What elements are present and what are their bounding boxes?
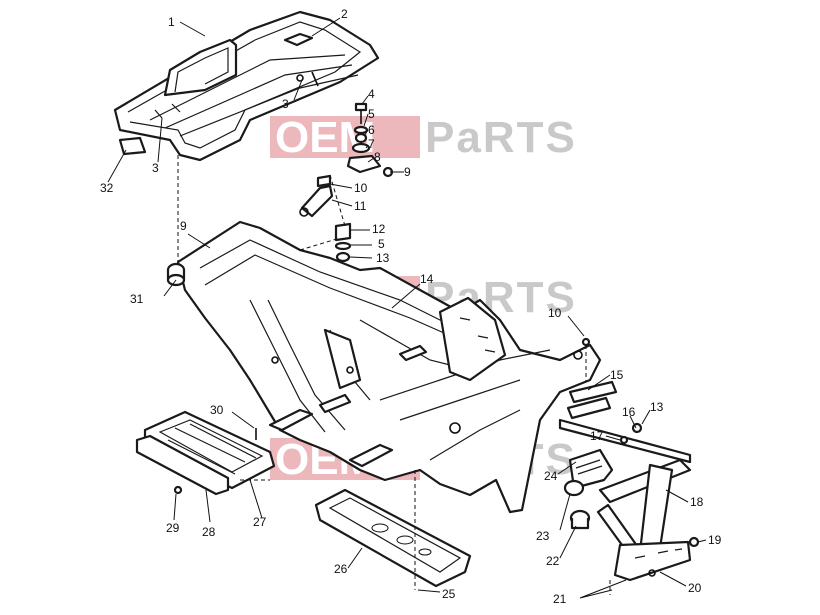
callout-18: 18 bbox=[690, 495, 704, 509]
callout-23: 23 bbox=[536, 529, 550, 543]
watermark-top: OEM PaRTS bbox=[270, 113, 577, 162]
callout-24: 24 bbox=[544, 469, 558, 483]
callout-31: 31 bbox=[130, 292, 144, 306]
bushing-31 bbox=[166, 262, 186, 287]
callout-3: 3 bbox=[152, 161, 159, 175]
callout-19: 19 bbox=[708, 533, 722, 547]
callout-9: 9 bbox=[404, 165, 411, 179]
callout-32: 32 bbox=[100, 181, 114, 195]
callout-1: 1 bbox=[168, 15, 175, 29]
watermark-box bbox=[270, 116, 420, 158]
callout-7: 7 bbox=[368, 137, 375, 151]
callout-16: 16 bbox=[622, 405, 636, 419]
callout-21: 21 bbox=[553, 592, 567, 606]
watermark-parts-text: PaRTS bbox=[425, 113, 577, 162]
callout-17: 17 bbox=[590, 429, 604, 443]
assembly-lines bbox=[177, 155, 341, 262]
rear-rack bbox=[113, 10, 380, 162]
callout-5: 5 bbox=[378, 237, 385, 251]
callout-12: 12 bbox=[372, 222, 386, 236]
callout-11: 11 bbox=[354, 199, 367, 213]
footrest-assembly-left bbox=[135, 410, 276, 496]
callout-10: 10 bbox=[354, 181, 368, 195]
callout-6: 6 bbox=[368, 123, 375, 137]
callout-labels: 1 2 3 3 4 5 6 7 8 9 10 11 9 12 5 13 31 3… bbox=[100, 7, 722, 606]
skid-plate bbox=[314, 470, 472, 590]
callout-2: 2 bbox=[341, 7, 348, 21]
callout-5: 5 bbox=[368, 107, 375, 121]
callout-26: 26 bbox=[334, 562, 348, 576]
main-frame bbox=[176, 220, 602, 514]
callout-10: 10 bbox=[548, 306, 562, 320]
callout-28: 28 bbox=[202, 525, 216, 539]
callout-13: 13 bbox=[376, 251, 390, 265]
callout-14: 14 bbox=[420, 272, 434, 286]
callout-27: 27 bbox=[253, 515, 267, 529]
callout-13: 13 bbox=[650, 400, 664, 414]
callout-4: 4 bbox=[368, 87, 375, 101]
hardware-stack-upper bbox=[299, 102, 394, 263]
callout-25: 25 bbox=[442, 587, 456, 601]
callout-30: 30 bbox=[210, 403, 224, 417]
leader-lines bbox=[107, 17, 707, 599]
callout-15: 15 bbox=[610, 368, 624, 382]
callout-9: 9 bbox=[180, 219, 187, 233]
callout-29: 29 bbox=[166, 521, 180, 535]
callout-22: 22 bbox=[546, 554, 560, 568]
callout-3: 3 bbox=[282, 97, 289, 111]
callout-8: 8 bbox=[374, 150, 381, 164]
callout-20: 20 bbox=[688, 581, 702, 595]
